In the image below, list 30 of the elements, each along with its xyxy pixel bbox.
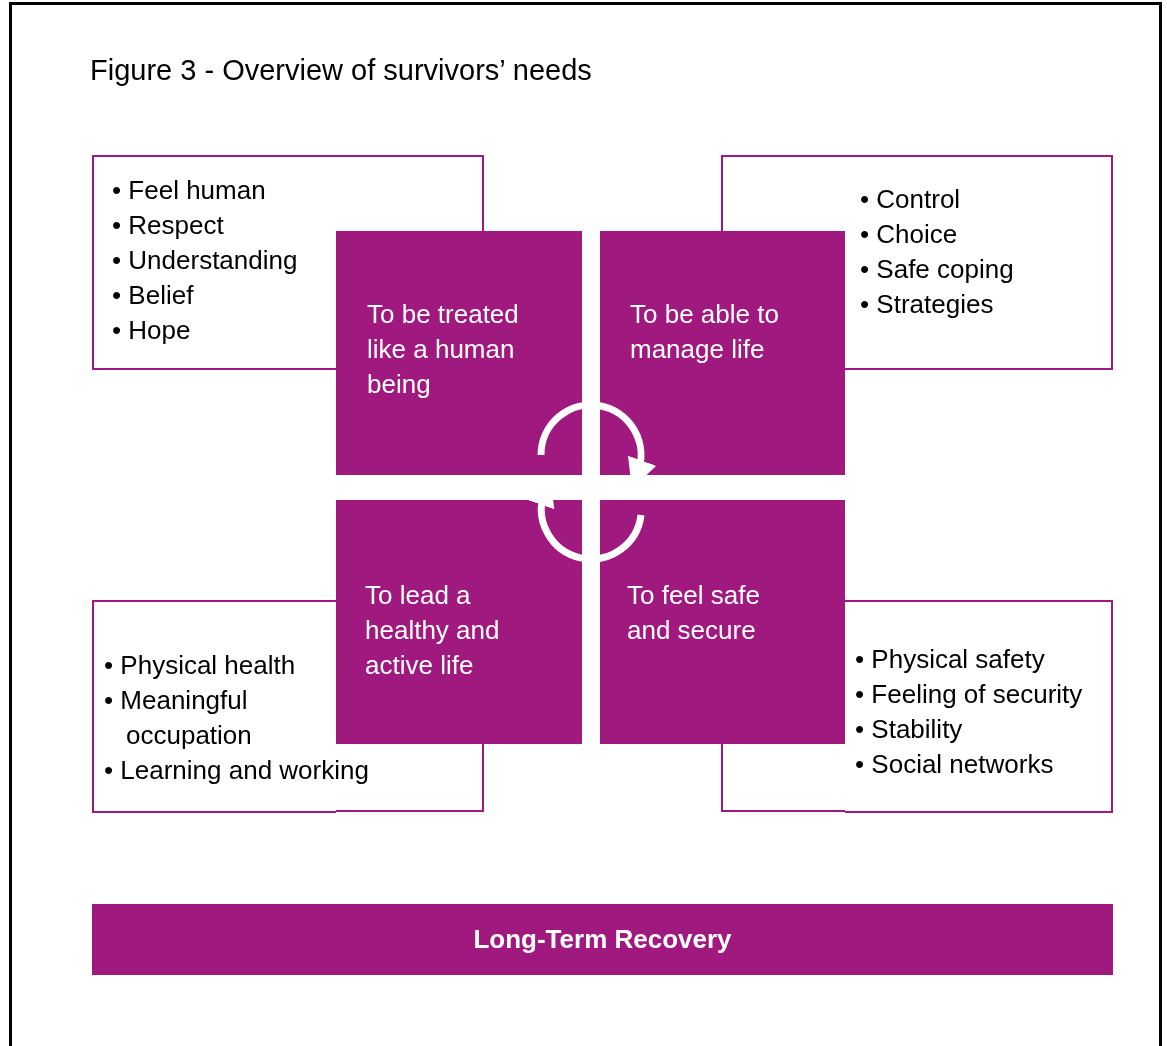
bullet-item: • Belief bbox=[112, 279, 195, 312]
bullet-list-box bbox=[845, 600, 1113, 813]
need-label: To be treated like a human being bbox=[367, 298, 520, 401]
bullet-item: • Meaningful occupation bbox=[104, 684, 253, 752]
bullet-item: • Learning and working bbox=[104, 754, 370, 787]
bullet-item: • Social networks bbox=[855, 748, 1055, 781]
bullet-item: • Physical safety bbox=[855, 643, 1046, 676]
recovery-label: Long-Term Recovery bbox=[473, 924, 732, 955]
bullet-item: • Feel human bbox=[112, 174, 267, 207]
need-square bbox=[600, 231, 845, 475]
need-square bbox=[336, 231, 582, 475]
recovery-bar bbox=[92, 904, 1113, 975]
bullet-list-box bbox=[845, 155, 1113, 370]
figure-title: Figure 3 - Overview of survivors’ needs bbox=[90, 54, 592, 87]
need-label: To lead a healthy and active life bbox=[365, 579, 501, 682]
bullet-item: • Choice bbox=[860, 218, 959, 251]
bullet-item: • Feeling of security bbox=[855, 678, 1084, 711]
need-label: To be able to manage life bbox=[630, 298, 780, 366]
need-label: To feel safe and secure bbox=[627, 579, 761, 647]
bullet-item: • Hope bbox=[112, 314, 192, 347]
bullet-item: • Control bbox=[860, 183, 962, 216]
need-square bbox=[336, 500, 582, 744]
bullet-list-box bbox=[92, 155, 336, 370]
bullet-item: • Safe coping bbox=[860, 253, 1015, 286]
need-square bbox=[600, 500, 845, 744]
bullet-item: • Understanding bbox=[112, 244, 299, 277]
bullet-item: • Physical health bbox=[104, 649, 297, 682]
bullet-item: • Stability bbox=[855, 713, 964, 746]
bullet-item: • Respect bbox=[112, 209, 225, 242]
bullet-item: • Strategies bbox=[860, 288, 995, 321]
